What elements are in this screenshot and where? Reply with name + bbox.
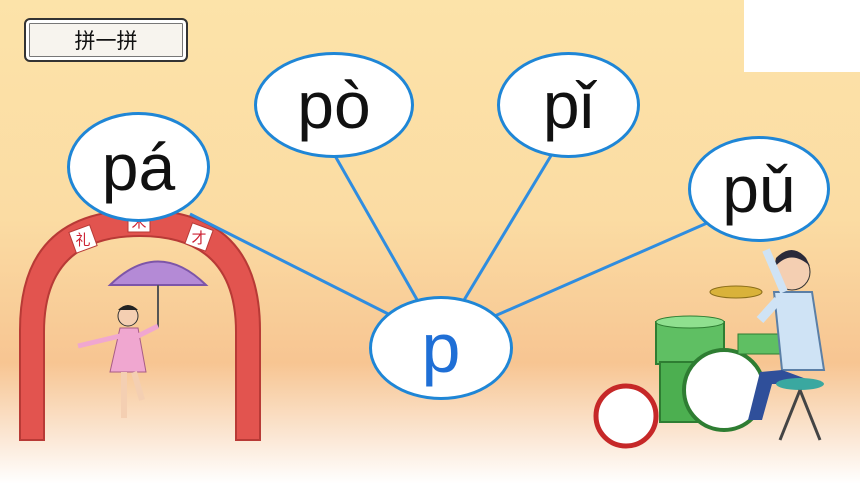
bubble-pu[interactable]: pǔ	[688, 136, 830, 242]
bubble-center-p[interactable]: p	[369, 296, 513, 400]
bubble-pa[interactable]: pá	[67, 112, 210, 222]
section-title-box: 拼一拼	[24, 18, 188, 62]
syllable-pa: pá	[101, 130, 176, 204]
center-letter: p	[421, 309, 461, 387]
section-title: 拼一拼	[74, 29, 138, 53]
arch-glyph-1: 礼	[75, 231, 90, 249]
syllable-pi: pǐ	[542, 68, 595, 142]
syllable-pu: pǔ	[722, 152, 796, 226]
arch-glyph-3: 才	[191, 229, 206, 247]
red-arch-illustration: 礼 米 才	[19, 208, 261, 441]
corner-panel	[744, 0, 860, 72]
girl-with-umbrella-illustration	[77, 260, 209, 418]
boy-drummer-illustration	[593, 248, 826, 449]
bubble-pi[interactable]: pǐ	[497, 52, 640, 158]
bubble-po[interactable]: pò	[254, 52, 414, 158]
syllable-po: pò	[297, 68, 371, 142]
